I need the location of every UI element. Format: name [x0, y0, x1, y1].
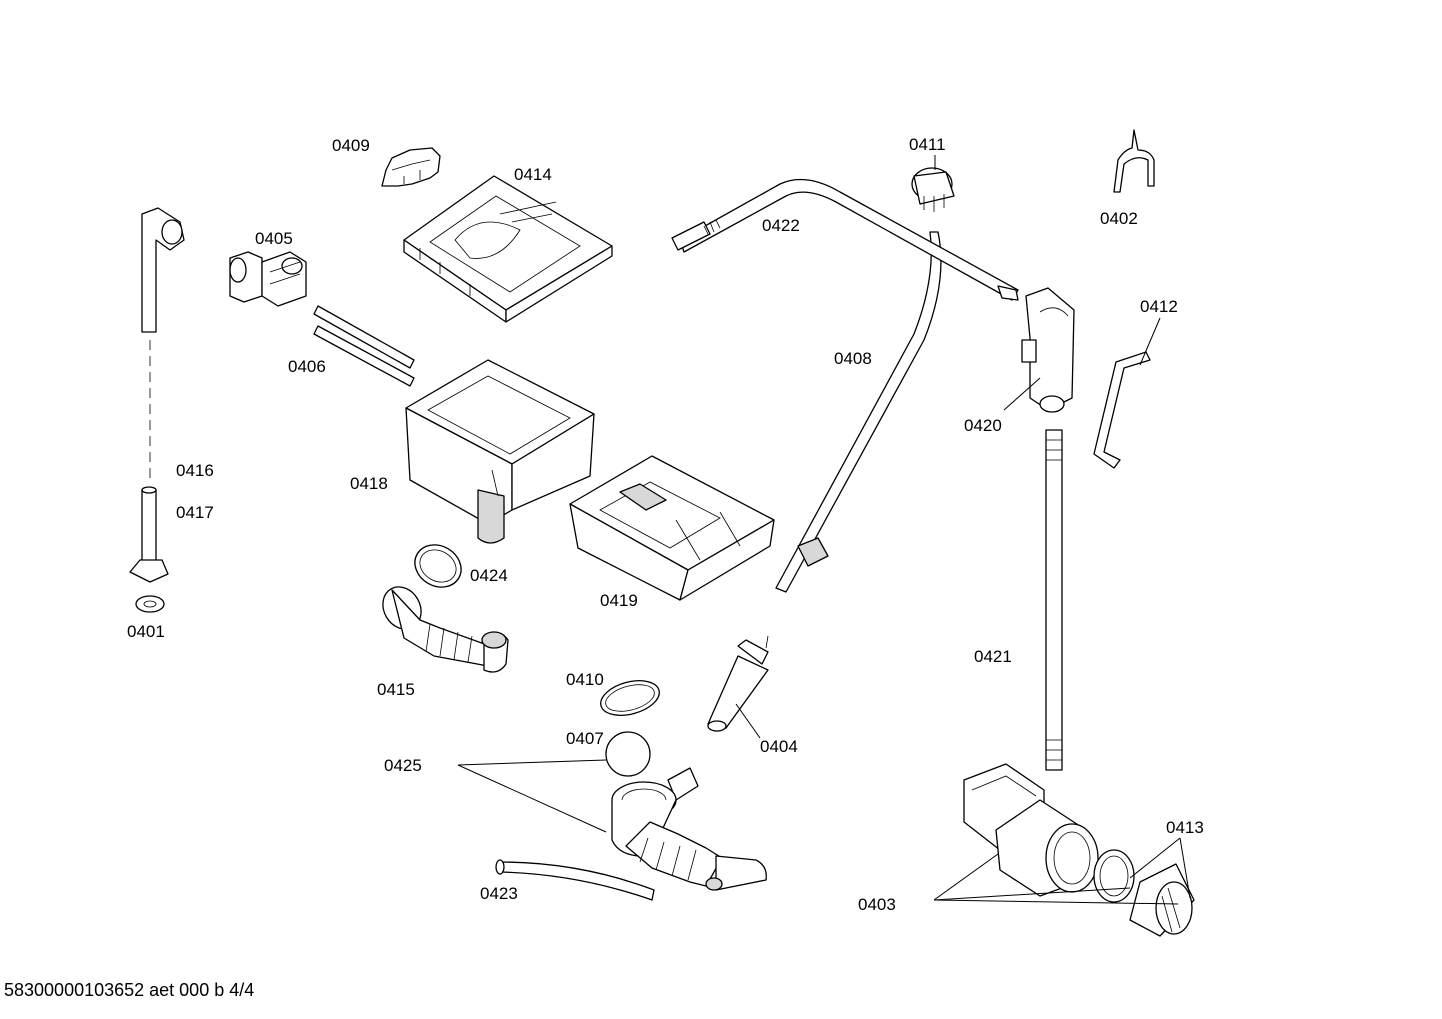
part-0425-sump: [611, 767, 767, 891]
part-0402-clip: [1113, 129, 1155, 193]
label-0418: 0418: [350, 474, 388, 493]
part-0416-inlet-hose: [141, 207, 185, 480]
part-0414-dispenser-lid: [403, 175, 613, 323]
part-0401-washer: [135, 595, 165, 613]
label-0423: 0423: [480, 884, 518, 903]
label-0401: 0401: [127, 622, 165, 641]
label-0412: 0412: [1140, 297, 1178, 316]
label-0408: 0408: [834, 349, 872, 368]
label-0416: 0416: [176, 461, 214, 480]
label-0409: 0409: [332, 136, 370, 155]
part-0419-detergent-drawer: [569, 455, 775, 601]
part-0417-hose-end: [129, 486, 169, 583]
part-0418-drawer-housing: [405, 359, 595, 544]
part-labels: 0409 0414 0411 0402 0405 0422 0412 0408 …: [127, 135, 1204, 914]
label-0425: 0425: [384, 756, 422, 775]
label-0407: 0407: [566, 729, 604, 748]
part-0411-pressure-switch: [911, 167, 955, 212]
label-0405: 0405: [255, 229, 293, 248]
part-0421-hose: [1045, 429, 1063, 771]
part-0422-pipe: [671, 178, 1019, 301]
label-0411: 0411: [909, 135, 946, 154]
label-0424: 0424: [470, 566, 508, 585]
label-0419: 0419: [600, 591, 638, 610]
label-0403: 0403: [858, 895, 896, 914]
part-0406-hoses: [313, 305, 415, 387]
part-0408-pressure-tube: [775, 231, 942, 593]
part-0403-drain-pump: [963, 763, 1195, 937]
document-footer-id: 58300000103652 aet 000 b 4/4: [4, 980, 255, 1000]
label-0417: 0417: [176, 503, 214, 522]
part-0424-seal: [414, 544, 462, 588]
label-0420: 0420: [964, 416, 1002, 435]
leader-lines: [457, 155, 1191, 905]
label-0406: 0406: [288, 357, 326, 376]
label-0422: 0422: [762, 216, 800, 235]
label-0402: 0402: [1100, 209, 1138, 228]
label-0410: 0410: [566, 670, 604, 689]
label-0421: 0421: [974, 647, 1012, 666]
part-0409-bracket: [381, 147, 441, 187]
part-0404-sensor: [707, 635, 769, 732]
label-0415: 0415: [377, 680, 415, 699]
part-0412-rod: [1093, 351, 1151, 469]
part-0405-water-valve: [229, 251, 307, 307]
part-0423-hose: [495, 859, 655, 901]
part-0407-ball: [605, 731, 651, 777]
label-0404: 0404: [760, 737, 798, 756]
part-0410-ring: [600, 680, 660, 716]
part-0420-chamber: [1021, 287, 1075, 413]
label-0413: 0413: [1166, 818, 1204, 837]
label-0414: 0414: [514, 165, 552, 184]
part-0415-bellows-hose: [382, 586, 509, 673]
